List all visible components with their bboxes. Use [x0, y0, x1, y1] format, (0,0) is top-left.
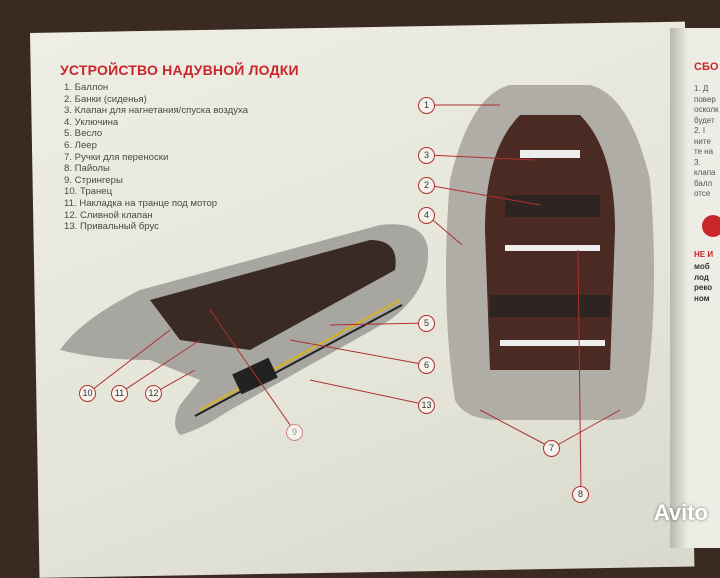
warning-icon: [702, 215, 720, 237]
list-item: 12. Сливной клапан: [64, 209, 153, 221]
list-item: 2. Банки (сиденья): [64, 93, 147, 105]
text-line: повер: [694, 94, 716, 104]
text-line: 1. Д: [694, 84, 709, 93]
callout-11: 11: [111, 385, 128, 402]
text-line: лод: [694, 272, 709, 282]
list-item: 1. Баллон: [64, 82, 109, 93]
callout-8: 8: [572, 486, 589, 503]
top-boat-image: [446, 85, 654, 420]
text-line: реко: [694, 283, 713, 292]
callout-1: 1: [418, 97, 435, 114]
text-line: те на: [694, 147, 714, 156]
list-item: 9. Стрингеры: [64, 174, 123, 186]
text-line: ном: [694, 293, 710, 303]
list-item: 11. Накладка на транце под мотор: [64, 197, 218, 209]
callout-12: 12: [145, 385, 162, 402]
text-line: 3.: [694, 157, 701, 167]
callout-9: 9: [286, 424, 303, 441]
page-title: УСТРОЙСТВО НАДУВНОЙ ЛОДКИ: [60, 62, 299, 78]
parts-list: 1. Баллон 2. Банки (сиденья) 3. Клапан д…: [64, 82, 248, 233]
text-line: 2. I: [694, 126, 706, 135]
list-item: 3. Клапан для нагнетания/спуска воздуха: [64, 105, 249, 117]
boat-illustrations: [60, 85, 654, 495]
text-line: будет: [694, 115, 715, 125]
callout-6: 6: [418, 357, 435, 374]
list-item: 6. Леер: [64, 139, 97, 151]
text-line: моб: [694, 262, 710, 271]
callout-13: 13: [418, 397, 435, 414]
list-item: 5. Весло: [64, 128, 103, 140]
callout-7: 7: [543, 440, 560, 457]
brochure-right-page: [670, 28, 720, 548]
callout-10: 10: [79, 385, 96, 402]
avito-watermark: Avito: [653, 500, 708, 525]
callout-3: 3: [418, 147, 435, 164]
side-boat-image: [60, 224, 429, 435]
warning-title: НЕ И: [694, 250, 714, 259]
text-line: осколк: [694, 105, 719, 114]
text-line: ните: [694, 136, 711, 146]
list-item: 8. Пайолы: [64, 163, 110, 175]
callout-5: 5: [418, 315, 435, 332]
text-line: клапа: [694, 168, 716, 177]
text-line: балл: [694, 178, 713, 188]
list-item: 10. Транец: [64, 186, 113, 198]
callout-lines: [87, 104, 621, 495]
text-line: отсе: [694, 189, 711, 198]
right-page-title: СБО: [694, 61, 719, 73]
list-item: 7. Ручки для переноски: [64, 151, 169, 163]
callout-4: 4: [418, 207, 435, 224]
callout-2: 2: [418, 177, 435, 194]
list-item: 13. Привальный брус: [64, 221, 159, 233]
list-item: 4. Уключина: [64, 116, 119, 128]
